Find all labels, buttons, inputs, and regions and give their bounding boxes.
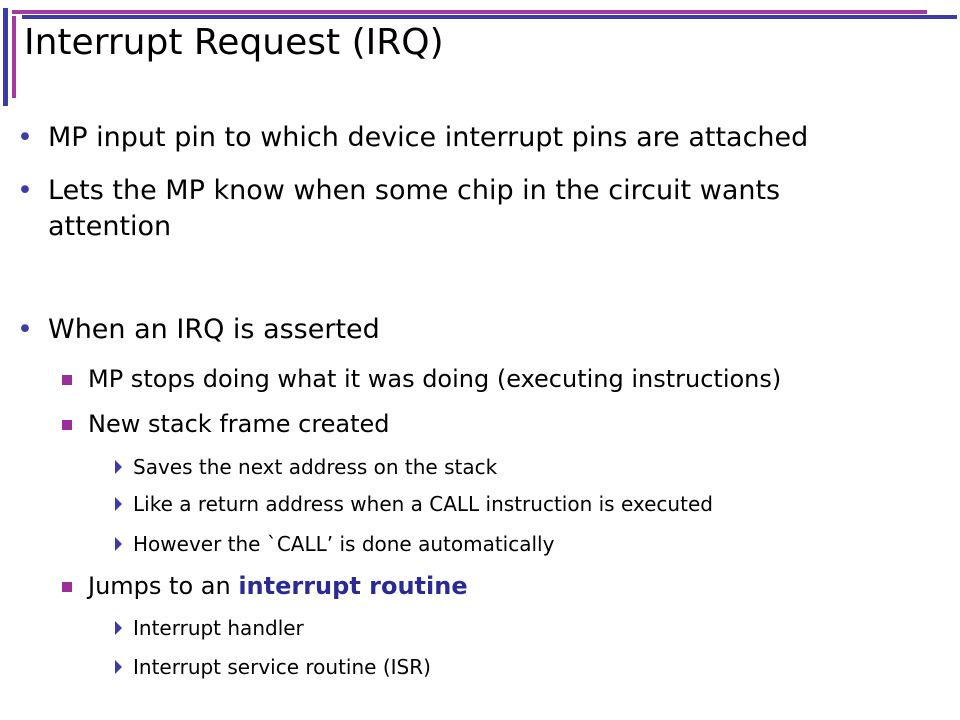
- dot-bullet-icon: •: [17, 314, 33, 345]
- sub-bullet-text-prefix: Jumps to an: [88, 572, 239, 600]
- decor-bar-left-blue: [3, 8, 8, 106]
- sub-sub-bullet-item: Interrupt handler: [115, 614, 304, 642]
- decor-bar-top-purple: [12, 10, 927, 14]
- sub-bullet-item: Jumps to an interrupt routine: [62, 570, 468, 602]
- bullet-text: MP input pin to which device interrupt p…: [48, 122, 809, 153]
- decor-bar-left-purple: [12, 16, 16, 98]
- dot-bullet-icon: •: [17, 175, 33, 206]
- bullet-item: • MP input pin to which device interrupt…: [17, 120, 809, 156]
- sub-bullet-text: New stack frame created: [88, 410, 390, 438]
- triangle-arrow-icon: [115, 660, 122, 674]
- sub-bullet-item: MP stops doing what it was doing (execut…: [62, 363, 782, 395]
- sub-sub-bullet-text: Like a return address when a CALL instru…: [133, 492, 713, 516]
- emphasis-text: interrupt routine: [238, 572, 468, 600]
- decor-bar-top-blue: [22, 15, 957, 19]
- bullet-text: When an IRQ is asserted: [48, 314, 380, 345]
- triangle-arrow-icon: [115, 537, 122, 551]
- triangle-arrow-icon: [115, 460, 122, 474]
- triangle-arrow-icon: [115, 621, 122, 635]
- slide-title: Interrupt Request (IRQ): [24, 22, 444, 63]
- dot-bullet-icon: •: [17, 122, 33, 153]
- sub-sub-bullet-text: Interrupt handler: [133, 616, 304, 640]
- sub-sub-bullet-item: However the `CALL’ is done automatically: [115, 530, 555, 558]
- bullet-text: Lets the MP know when some chip in the c…: [48, 175, 781, 206]
- bullet-item: • Lets the MP know when some chip in the…: [17, 173, 781, 245]
- sub-sub-bullet-text: Saves the next address on the stack: [133, 455, 498, 479]
- sub-sub-bullet-text: However the `CALL’ is done automatically: [133, 532, 555, 556]
- bullet-item: • When an IRQ is asserted: [17, 312, 380, 348]
- sub-sub-bullet-item: Interrupt service routine (ISR): [115, 653, 431, 681]
- square-bullet-icon: [62, 375, 72, 385]
- sub-bullet-item: New stack frame created: [62, 408, 390, 440]
- bullet-text-continued: attention: [48, 211, 172, 242]
- sub-sub-bullet-item: Like a return address when a CALL instru…: [115, 490, 713, 518]
- sub-sub-bullet-item: Saves the next address on the stack: [115, 453, 498, 481]
- square-bullet-icon: [62, 420, 72, 430]
- square-bullet-icon: [62, 582, 72, 592]
- triangle-arrow-icon: [115, 497, 122, 511]
- sub-sub-bullet-text: Interrupt service routine (ISR): [133, 655, 431, 679]
- sub-bullet-text: MP stops doing what it was doing (execut…: [88, 365, 782, 393]
